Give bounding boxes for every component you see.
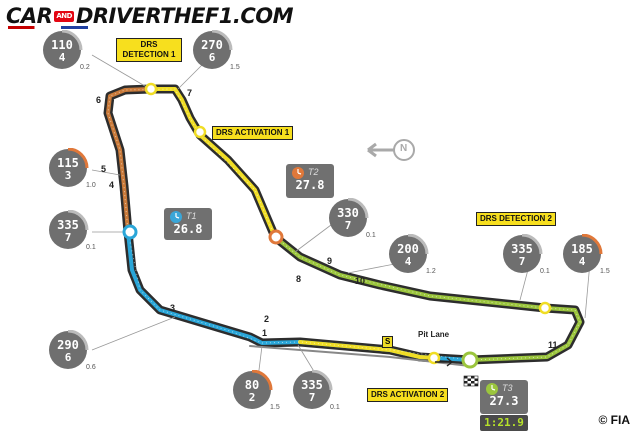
speed-gauge-6: 200 4 1.2	[388, 234, 438, 284]
lap-time: 1:21.9	[480, 415, 528, 431]
speed-gauge-5: 330 7 0.1	[328, 198, 378, 248]
stopwatch-icon	[292, 167, 304, 179]
turn-9-label: 9	[327, 256, 333, 266]
stopwatch-icon	[486, 383, 498, 395]
drs-activation-1-marker	[193, 125, 207, 139]
sector-2-marker	[268, 229, 284, 245]
turn-4-label: 4	[109, 180, 115, 190]
speed-gauge-11: 335 7 0.1	[292, 370, 342, 420]
sector-time-t3: T3 27.3	[480, 380, 528, 414]
turn-7-label: 7	[187, 88, 193, 98]
speed-limit-marker: S	[382, 336, 394, 348]
finish-marker	[461, 351, 479, 369]
turn-5-label: 5	[101, 164, 107, 174]
speed-gauge-3: 115 3 1.0	[48, 148, 98, 198]
credit-label: © FIA	[598, 413, 630, 427]
compass-icon	[367, 139, 415, 161]
sector-braking-path	[106, 87, 153, 234]
drs-detection-2-label: DRS DETECTION 2	[476, 212, 557, 226]
turn-10-label: 10	[355, 276, 366, 286]
pit-arrow-icon	[435, 357, 453, 367]
speed-gauge-10: 80 2 1.5	[232, 370, 282, 420]
speed-gauge-7: 335 7 0.1	[502, 234, 552, 284]
pit-lane-label: Pit Lane	[418, 330, 450, 339]
turn-8-label: 8	[296, 274, 302, 284]
drs-activation-2-label: DRS ACTIVATION 2	[367, 388, 449, 402]
drs-detection-1-label: DRS DETECTION 1	[116, 38, 182, 62]
speed-gauge-2: 270 6 1.5	[192, 30, 242, 80]
sector-time-t1: T1 26.8	[164, 208, 212, 240]
sector-time-t2: T2 27.8	[286, 164, 334, 198]
turn-2-label: 2	[264, 314, 270, 324]
turn-1-label: 1	[262, 328, 268, 338]
compass-north-label: N	[400, 143, 408, 154]
speed-gauge-8: 185 4 1.5	[562, 234, 612, 284]
sector-1-marker	[122, 224, 138, 240]
drs-detection-2-marker	[538, 301, 552, 315]
turn-11-label: 11	[548, 340, 558, 350]
drs-zone-2-path	[298, 340, 437, 360]
speed-gauge-9: 290 6 0.6	[48, 330, 98, 380]
stopwatch-icon	[170, 211, 182, 223]
drs-detection-1-marker	[144, 82, 158, 96]
speed-gauge-1: 110 4 0.2	[42, 30, 92, 80]
drs-activation-2-marker	[427, 351, 441, 365]
turn-6-label: 6	[96, 95, 102, 105]
speed-gauge-4: 335 7 0.1	[48, 210, 98, 260]
drs-activation-1-label: DRS ACTIVATION 1	[212, 126, 294, 140]
turn-3-label: 3	[170, 303, 176, 313]
chequered-flag-icon	[463, 375, 479, 387]
